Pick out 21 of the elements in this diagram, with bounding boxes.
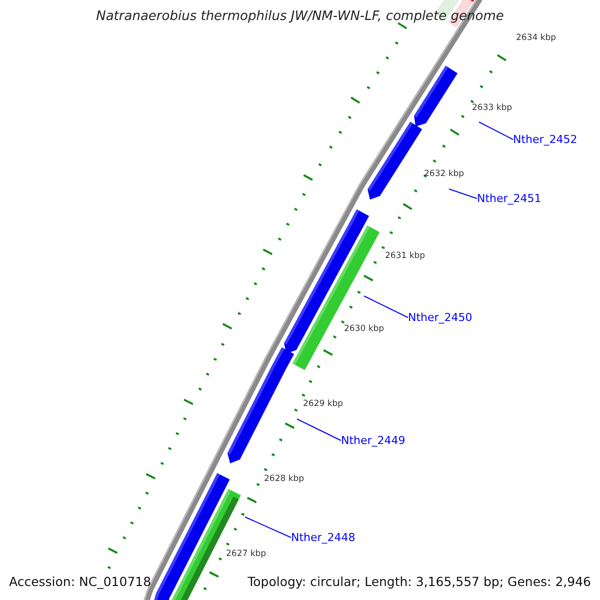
leader-line: [244, 516, 292, 538]
gene-label: Nther_2451: [477, 192, 542, 206]
gene-label: Nther_2452: [513, 133, 578, 146]
scale-tick-label: 2629 kbp: [303, 399, 344, 410]
scale-tick-label: 2633 kbp: [472, 103, 512, 114]
diagram-title: Natranaerobius thermophilus JW/NM-WN-LF, complete genome: [95, 9, 505, 25]
accession-label: Accession: NC_010718: [9, 574, 152, 589]
scale-tick-label: 2631 kbp: [385, 251, 426, 262]
gene-label: Nther_2448: [291, 531, 356, 544]
leader-line: [296, 418, 342, 441]
scale-tick-label: 2627 kbp: [226, 549, 266, 560]
leader-line: [364, 296, 408, 318]
scale-tick-label: 2634 kbp: [516, 33, 556, 44]
leader-line: [448, 188, 478, 199]
scale-tick-label: 2630 kbp: [344, 324, 384, 334]
scale-tick-label: 2632 kbp: [424, 169, 464, 180]
genome-info-label: Topology: circular; Length: 3,165,557 bp; Genes: 2,946: [248, 574, 591, 589]
leader-line: [478, 122, 514, 140]
gene-label: Nther_2449: [341, 434, 406, 448]
gene-label: Nther_2450: [408, 311, 472, 324]
scale-tick-label: 2628 kbp: [264, 474, 304, 484]
